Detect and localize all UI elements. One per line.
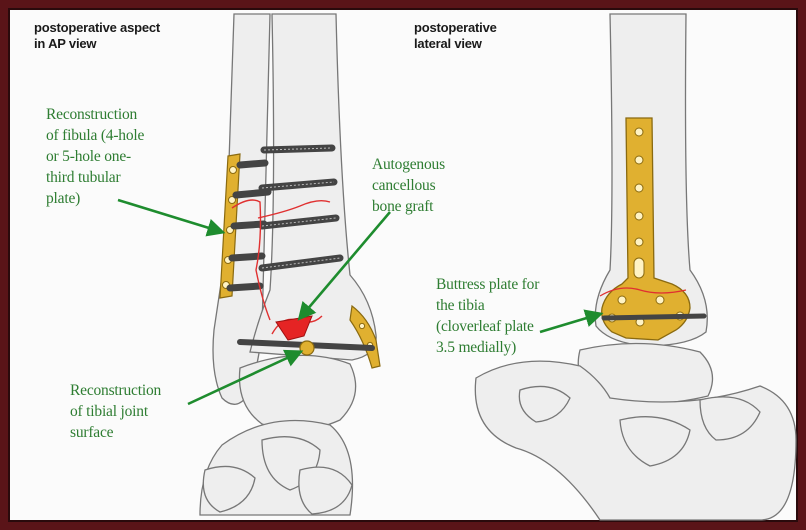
bone-graft-label: Autogenous cancellous bone graft <box>372 154 445 217</box>
buttress-plate-label: Buttress plate for the tibia (cloverleaf… <box>436 274 539 358</box>
fibula-reconstruction-label: Reconstruction of fibula (4-hole or 5-ho… <box>46 104 144 209</box>
talus-bone <box>239 355 355 430</box>
ankle-fixation-diagram <box>8 8 798 522</box>
buttress-plate-arrow <box>540 314 600 332</box>
lateral-view-header: postoperative lateral view <box>414 20 497 52</box>
tibial-joint-surface-label: Reconstruction of tibial joint surface <box>70 380 161 443</box>
ap-view-header: postoperative aspect in AP view <box>34 20 160 52</box>
lateral-screw <box>604 316 704 318</box>
